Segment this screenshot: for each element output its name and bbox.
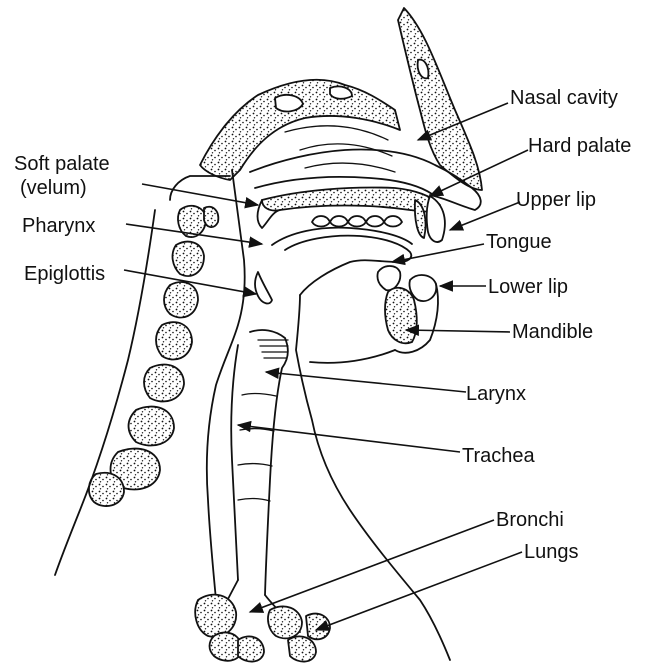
- label-tongue: Tongue: [486, 231, 552, 253]
- label-velum: (velum): [20, 177, 87, 199]
- lower-lip: [377, 266, 400, 290]
- label-trachea: Trachea: [462, 445, 536, 467]
- label-pharynx: Pharynx: [22, 215, 95, 237]
- neck-back-outline: [170, 176, 230, 200]
- label-lungs: Lungs: [524, 541, 579, 563]
- label-mandible: Mandible: [512, 321, 593, 343]
- label-hard-palate: Hard palate: [528, 135, 631, 157]
- label-nasal-cavity: Nasal cavity: [510, 87, 618, 109]
- epiglottis: [255, 272, 272, 303]
- upper-lip: [427, 196, 445, 242]
- upper-teeth: [312, 216, 402, 227]
- neck-front: [296, 295, 450, 660]
- label-upper-lip: Upper lip: [516, 189, 596, 211]
- hard-palate: [262, 188, 440, 212]
- label-larynx: Larynx: [466, 383, 526, 405]
- throat-contour: [310, 350, 395, 363]
- label-bronchi: Bronchi: [496, 509, 564, 531]
- label-lower-lip: Lower lip: [488, 276, 568, 298]
- label-soft-palate: Soft palate: [14, 153, 110, 175]
- cervical-vertebrae: [89, 206, 218, 506]
- larynx-trachea: [231, 330, 288, 595]
- mandible: [385, 288, 417, 343]
- label-epiglottis: Epiglottis: [24, 263, 105, 285]
